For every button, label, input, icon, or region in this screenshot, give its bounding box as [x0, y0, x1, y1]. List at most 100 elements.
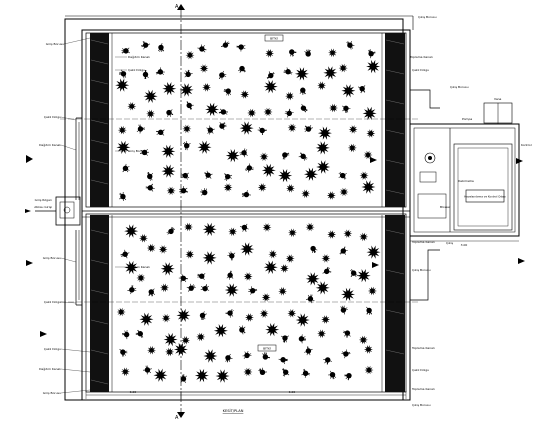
gravel-strip-left-upper	[90, 33, 109, 207]
tag-upper: BİTKİ	[270, 36, 278, 41]
plant-symbol	[358, 335, 368, 345]
plant-symbol	[139, 234, 148, 243]
plant-symbol	[282, 368, 290, 377]
inlet-manhole	[55, 196, 81, 226]
plant-symbol	[339, 246, 348, 255]
plant-symbol	[239, 148, 248, 158]
plant-symbol	[161, 313, 171, 323]
plant-symbols	[115, 40, 381, 383]
plant-symbol	[315, 141, 330, 155]
plant-symbol	[305, 272, 320, 286]
plant-symbol	[343, 229, 353, 238]
plant-symbol	[184, 222, 193, 232]
plant-symbol	[367, 49, 376, 59]
plant-symbol	[366, 245, 381, 259]
dimension-left: 6.00	[130, 390, 137, 394]
plant-symbol	[166, 226, 176, 235]
plant-symbol	[178, 273, 188, 283]
plant-symbol	[142, 365, 152, 375]
plant-symbol	[289, 49, 297, 57]
plant-symbol	[166, 186, 176, 196]
plant-symbol	[240, 90, 250, 99]
plant-symbol	[304, 346, 313, 356]
plant-symbol	[283, 67, 293, 75]
plant-symbol	[329, 103, 338, 113]
plant-symbol	[117, 125, 127, 135]
plant-symbol	[182, 141, 191, 151]
plant-symbol	[218, 70, 227, 80]
plant-symbol	[268, 249, 278, 259]
plant-symbol	[240, 242, 255, 256]
plant-symbol	[327, 230, 337, 239]
plant-symbol	[165, 347, 175, 357]
section-marker-bottom: A	[175, 415, 179, 421]
right-labels: Çıkış Borusu Toplama Kanalı Çakıl Dolgu …	[409, 15, 469, 407]
gravel-strip-left-lower	[90, 215, 109, 392]
plant-symbol	[363, 345, 373, 354]
plant-symbol	[199, 311, 207, 321]
plant-symbol	[299, 87, 306, 95]
plant-symbol	[315, 281, 330, 295]
plant-symbol	[127, 102, 137, 111]
plant-symbol	[202, 222, 217, 236]
plant-symbol	[224, 283, 239, 297]
plant-symbol	[223, 88, 231, 96]
plant-symbol	[285, 91, 295, 101]
plant-symbol	[157, 43, 165, 52]
leader-label: Çakıl Dolgu	[44, 300, 61, 304]
plant-symbol	[197, 273, 206, 280]
plant-symbol	[239, 325, 246, 335]
pump-symbol	[424, 152, 436, 164]
plant-symbol	[341, 287, 355, 302]
plant-symbol	[279, 264, 289, 273]
plant-symbol	[301, 368, 311, 378]
plant-symbol	[243, 272, 253, 281]
plant-symbol	[143, 89, 158, 103]
plant-symbol	[120, 249, 130, 259]
plant-symbol	[215, 369, 230, 383]
lower-cell	[85, 213, 407, 393]
leader-label: Giriş Borusu	[43, 391, 61, 395]
plant-symbol	[357, 85, 366, 94]
equipment-room-box	[465, 189, 505, 203]
plant-symbol	[197, 140, 212, 154]
leader-label: Dağıtım Kanalı	[39, 143, 61, 147]
plant-symbol	[120, 367, 130, 377]
plant-symbol	[119, 348, 128, 357]
plant-symbol	[257, 127, 267, 136]
leader-label: Çıkış Borusu	[418, 15, 437, 19]
plant-symbol	[140, 148, 150, 156]
plant-symbol	[364, 365, 374, 375]
plant-symbol	[173, 342, 188, 357]
plant-symbol	[263, 260, 278, 274]
plant-symbol	[287, 309, 297, 318]
plant-symbol	[146, 109, 156, 119]
plant-symbol	[304, 49, 311, 57]
plant-symbol	[206, 125, 215, 135]
inlet-label: Atıksu Girişi	[34, 205, 52, 209]
plant-symbol	[136, 124, 146, 134]
plant-symbol	[183, 69, 193, 78]
plant-symbol	[180, 374, 188, 383]
plant-symbol	[247, 108, 257, 118]
plant-symbol	[327, 370, 337, 380]
plant-symbol	[147, 345, 156, 355]
plant-symbol	[266, 71, 275, 79]
plant-symbol	[367, 286, 377, 296]
plant-symbol	[148, 288, 156, 297]
plant-symbol	[239, 223, 249, 232]
plant-symbol	[202, 251, 217, 265]
plant-symbol	[197, 44, 207, 53]
plant-symbol	[257, 183, 267, 192]
plant-symbol	[242, 351, 252, 359]
plant-symbol	[225, 149, 240, 163]
plant-symbol	[305, 294, 315, 304]
plant-symbol	[265, 323, 280, 337]
plant-symbol	[356, 269, 371, 283]
equipment-label: Çıkış	[446, 241, 453, 245]
plant-symbol	[284, 108, 294, 118]
plant-symbol	[321, 254, 331, 263]
leader-label: Toplama Kanalı	[409, 55, 433, 59]
plant-symbol	[310, 245, 318, 254]
plant-symbol	[228, 227, 238, 237]
